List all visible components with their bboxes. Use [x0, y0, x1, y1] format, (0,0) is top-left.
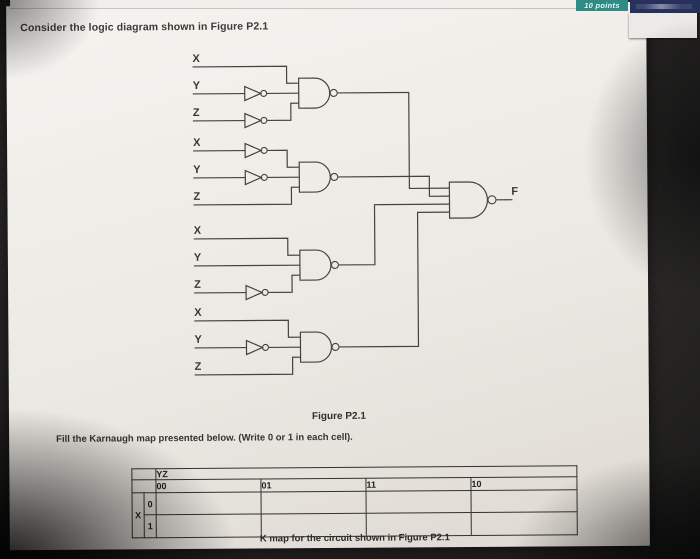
inversion-bubble [487, 195, 497, 205]
kmap-row-axis-label: X [132, 492, 145, 538]
wire [194, 356, 301, 376]
wire [338, 203, 450, 266]
wire [337, 91, 450, 190]
input-label: Z [193, 191, 200, 203]
final-nand-gate [448, 181, 489, 219]
not-gate-icon [245, 339, 264, 356]
input-label: Y [194, 252, 202, 264]
nand-gate-4 [299, 331, 333, 363]
inversion-bubble [330, 172, 339, 182]
kmap-cell-0-11[interactable] [366, 490, 472, 514]
kmap-corner-cell [131, 479, 157, 493]
kmap-col-header: 11 [365, 477, 472, 492]
nand-gate-1 [298, 77, 331, 109]
signal-labels: X Y Z X Y Z X Y Z X Y Z F [192, 53, 518, 373]
input-label: X [194, 225, 202, 237]
points-badge: 10 points [576, 0, 628, 11]
wire [338, 175, 450, 197]
kmap-instruction: Fill the Karnaugh map presented below. (… [56, 431, 353, 445]
not-gate-icon [244, 169, 263, 186]
input-label: Z [194, 279, 201, 291]
kmap-corner-cell [131, 468, 156, 480]
wire [193, 186, 300, 206]
input-label: Y [193, 164, 201, 176]
inversion-bubble [330, 260, 339, 270]
input-label: Y [193, 80, 201, 92]
input-label: Z [195, 361, 202, 373]
wires [192, 65, 513, 376]
worksheet-page: Consider the logic diagram shown in Figu… [6, 1, 650, 551]
wire [193, 237, 300, 256]
wire [193, 264, 300, 267]
nav-button[interactable] [630, 0, 700, 13]
kmap-table: YZ 00 01 11 10 X 0 1 [131, 465, 578, 538]
wire [194, 319, 301, 338]
screen-top-strip [10, 0, 576, 9]
output-label: F [511, 186, 518, 198]
not-gate-icon [244, 142, 263, 159]
kmap-cell-0-00[interactable] [156, 491, 262, 515]
input-label: Y [194, 334, 202, 346]
nand-gate-2 [298, 161, 331, 193]
not-gate-icon [245, 284, 264, 301]
wire [268, 274, 300, 294]
not-gate-icon [244, 85, 263, 102]
kmap-cell-0-01[interactable] [261, 491, 367, 514]
input-label: X [192, 53, 200, 65]
wire [192, 65, 299, 84]
kmap-col-header: 10 [470, 476, 577, 491]
wire [267, 149, 300, 168]
input-label: X [193, 137, 201, 149]
wire [339, 211, 450, 348]
kmap-col-header: 00 [155, 478, 262, 493]
inversion-bubble [329, 88, 338, 98]
top-right-card [629, 13, 697, 38]
kmap-col-header: 01 [260, 478, 367, 492]
input-label: Z [193, 107, 200, 119]
nand-gate-3 [299, 249, 332, 281]
gates [244, 77, 497, 363]
inversion-bubble [331, 342, 340, 351]
kmap-cell-0-10[interactable] [471, 489, 578, 513]
wire [266, 102, 299, 122]
input-label: X [194, 307, 202, 319]
not-gate-icon [244, 112, 263, 129]
kmap-row-header: 0 [144, 492, 157, 515]
figure-caption: Figure P2.1 [311, 410, 366, 423]
